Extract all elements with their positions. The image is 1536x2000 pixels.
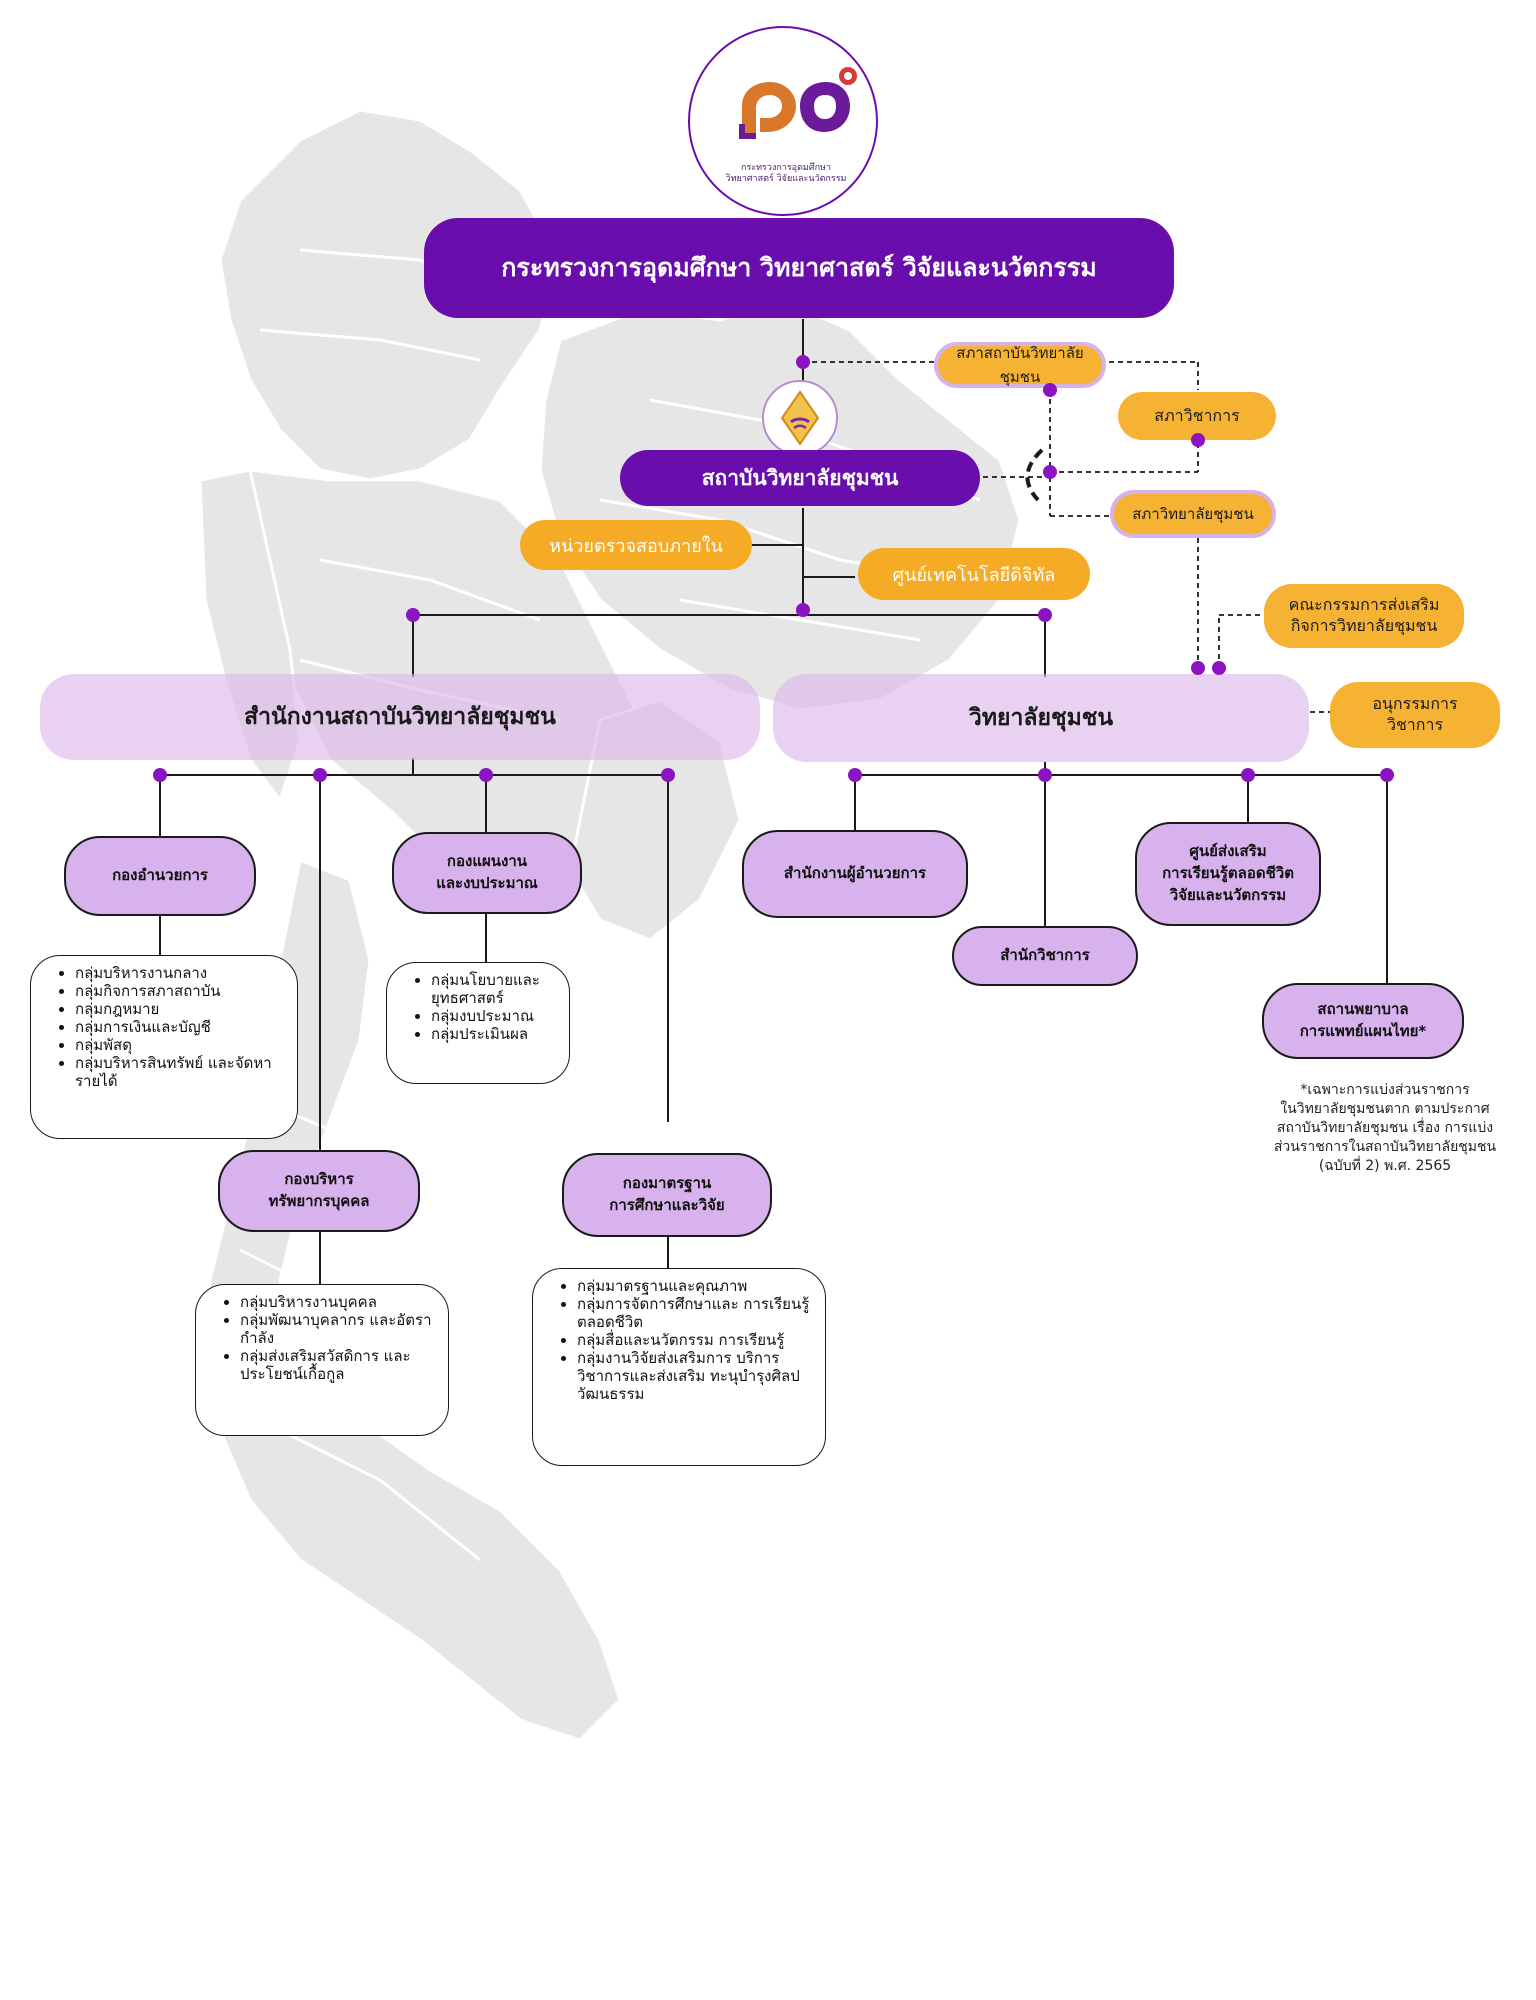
- dept-hr: กองบริหาร ทรัพยากรบุคคล: [218, 1150, 420, 1232]
- office-band-label: สำนักงานสถาบันวิทยาลัยชุมชน: [244, 704, 556, 730]
- institute-emblem-icon: [780, 390, 820, 446]
- ministry-label: กระทรวงการอุดมศึกษา วิทยาศาสตร์ วิจัยและ…: [501, 253, 1097, 282]
- junction-dot: [1043, 465, 1057, 479]
- list-item: กลุ่มการเงินและบัญชี: [75, 1018, 285, 1036]
- footnote: *เฉพาะการแบ่งส่วนราชการ ในวิทยาลัยชุมชนต…: [1273, 1082, 1497, 1174]
- admin-groups-list: กลุ่มบริหารงานกลาง กลุ่มกิจการสภาสถาบัน …: [30, 955, 298, 1139]
- promotion-committee-box: คณะกรรมการส่งเสริม กิจการวิทยาลัยชุมชน: [1264, 584, 1464, 648]
- college-band: วิทยาลัยชุมชน: [773, 674, 1309, 762]
- hospital-box: สถานพยาบาล การแพทย์แผนไทย*: [1262, 983, 1464, 1059]
- list-item: กลุ่มการจัดการศึกษาและ การเรียนรู้ตลอดชี…: [577, 1295, 813, 1331]
- junction-dot: [479, 768, 493, 782]
- lifelong-center-line3: วิจัยและนวัตกรรม: [1169, 885, 1287, 904]
- dept-hr-line1: กองบริหาร: [284, 1170, 354, 1189]
- list-item: กลุ่มบริหารสินทรัพย์ และจัดหารายได้: [75, 1054, 285, 1090]
- ministry-logo: กระทรวงการอุดมศึกษา วิทยาศาสตร์ วิจัยและ…: [688, 26, 878, 216]
- mhesi-logo-icon: [739, 67, 857, 139]
- junction-dot: [153, 768, 167, 782]
- dept-plan-line1: กองแผนงาน: [446, 852, 528, 871]
- hr-groups-list: กลุ่มบริหารงานบุคคล กลุ่มพัฒนาบุคลากร แล…: [195, 1284, 449, 1436]
- promotion-committee-line2: กิจการวิทยาลัยชุมชน: [1290, 616, 1438, 635]
- junction-dot: [406, 608, 420, 622]
- list-item: กลุ่มบริหารงานกลาง: [75, 964, 285, 982]
- map-north-region: [218, 108, 562, 482]
- list-item: กลุ่มนโยบายและ ยุทธศาสตร์: [431, 971, 557, 1007]
- academic-subcommittee-line2: วิชาการ: [1386, 715, 1444, 734]
- academic-council-label: สภาวิชาการ: [1154, 405, 1240, 425]
- list-item: กลุ่มกิจการสภาสถาบัน: [75, 982, 285, 1000]
- junction-dot: [796, 355, 810, 369]
- office-band: สำนักงานสถาบันวิทยาลัยชุมชน: [40, 674, 760, 760]
- academic-subcommittee-line1: อนุกรรมการ: [1372, 694, 1458, 714]
- list-item: กลุ่มกฎหมาย: [75, 1000, 285, 1018]
- list-item: กลุ่มมาตรฐานและคุณภาพ: [577, 1277, 813, 1295]
- list-item: กลุ่มสื่อและนวัตกรรม การเรียนรู้: [577, 1331, 813, 1349]
- plan-groups-list: กลุ่มนโยบายและ ยุทธศาสตร์ กลุ่มงบประมาณ …: [386, 962, 570, 1084]
- junction-dot: [796, 603, 810, 617]
- internal-audit-box: หน่วยตรวจสอบภายใน: [520, 520, 752, 570]
- logo-caption: กระทรวงการอุดมศึกษา วิทยาศาสตร์ วิจัยและ…: [725, 163, 847, 184]
- institute-council-box: สภาสถาบันวิทยาลัยชุมชน: [934, 342, 1106, 388]
- digital-center-box: ศูนย์เทคโนโลยีดิจิทัล: [858, 548, 1090, 600]
- lifelong-center-line2: การเรียนรู้ตลอดชีวิต: [1162, 864, 1294, 883]
- junction-dot: [1191, 661, 1205, 675]
- college-band-label: วิทยาลัยชุมชน: [968, 705, 1114, 731]
- list-item: กลุ่มงบประมาณ: [431, 1007, 557, 1025]
- lifelong-center-box: ศูนย์ส่งเสริม การเรียนรู้ตลอดชีวิต วิจัย…: [1135, 822, 1321, 926]
- list-item: กลุ่มพัสดุ: [75, 1036, 285, 1054]
- list-item: กลุ่มงานวิจัยส่งเสริมการ บริการวิชาการแล…: [577, 1349, 813, 1403]
- director-office-box: สำนักงานผู้อำนวยการ: [742, 830, 968, 918]
- dept-admin-label: กองอำนวยการ: [112, 866, 208, 885]
- institute-emblem: [762, 380, 838, 456]
- academic-subcommittee-box: อนุกรรมการ วิชาการ: [1330, 682, 1500, 748]
- junction-dot: [1241, 768, 1255, 782]
- dept-hr-line2: ทรัพยากรบุคคล: [268, 1192, 370, 1210]
- college-council-box: สภาวิทยาลัยชุมชน: [1110, 490, 1276, 538]
- institute-council-label: สภาสถาบันวิทยาลัยชุมชน: [956, 344, 1084, 386]
- hospital-line1: สถานพยาบาล: [1317, 1000, 1409, 1019]
- dept-standard-line2: การศึกษาและวิจัย: [609, 1196, 725, 1214]
- academic-council-box: สภาวิชาการ: [1118, 392, 1276, 440]
- dept-plan: กองแผนงาน และงบประมาณ: [392, 832, 582, 914]
- institute-box: สถาบันวิทยาลัยชุมชน: [620, 450, 980, 506]
- junction-dot: [1191, 433, 1205, 447]
- list-item: กลุ่มส่งเสริมสวัสดิการ และประโยชน์เกื้อก…: [240, 1347, 436, 1383]
- list-item: กลุ่มประเมินผล: [431, 1025, 557, 1043]
- list-item: กลุ่มพัฒนาบุคลากร และอัตรากำลัง: [240, 1311, 436, 1347]
- ministry-box: กระทรวงการอุดมศึกษา วิทยาศาสตร์ วิจัยและ…: [424, 218, 1174, 318]
- promotion-committee-line1: คณะกรรมการส่งเสริม: [1288, 595, 1440, 615]
- junction-dot: [661, 768, 675, 782]
- academic-office-label: สำนักวิชาการ: [1000, 946, 1090, 965]
- lifelong-center-line1: ศูนย์ส่งเสริม: [1189, 842, 1267, 861]
- academic-office-box: สำนักวิชาการ: [952, 926, 1138, 986]
- junction-dot: [1212, 661, 1226, 675]
- dept-standard-line1: กองมาตรฐาน: [622, 1174, 712, 1193]
- director-office-label: สำนักงานผู้อำนวยการ: [783, 864, 927, 883]
- institute-label: สถาบันวิทยาลัยชุมชน: [701, 465, 899, 490]
- junction-dot: [1380, 768, 1394, 782]
- standard-groups-list: กลุ่มมาตรฐานและคุณภาพ กลุ่มการจัดการศึกษ…: [532, 1268, 826, 1466]
- dept-standard: กองมาตรฐาน การศึกษาและวิจัย: [562, 1153, 772, 1237]
- hospital-line2: การแพทย์แผนไทย*: [1299, 1022, 1427, 1040]
- junction-dot: [313, 768, 327, 782]
- list-item: กลุ่มบริหารงานบุคคล: [240, 1293, 436, 1311]
- junction-dot: [848, 768, 862, 782]
- junction-dot: [1038, 608, 1052, 622]
- dept-plan-line2: และงบประมาณ: [436, 874, 538, 892]
- junction-dot: [1038, 768, 1052, 782]
- college-council-label: สภาวิทยาลัยชุมชน: [1132, 505, 1254, 523]
- internal-audit-label: หน่วยตรวจสอบภายใน: [549, 535, 723, 557]
- junction-dot: [1043, 383, 1057, 397]
- digital-center-label: ศูนย์เทคโนโลยีดิจิทัล: [892, 564, 1056, 586]
- dept-admin: กองอำนวยการ: [64, 836, 256, 916]
